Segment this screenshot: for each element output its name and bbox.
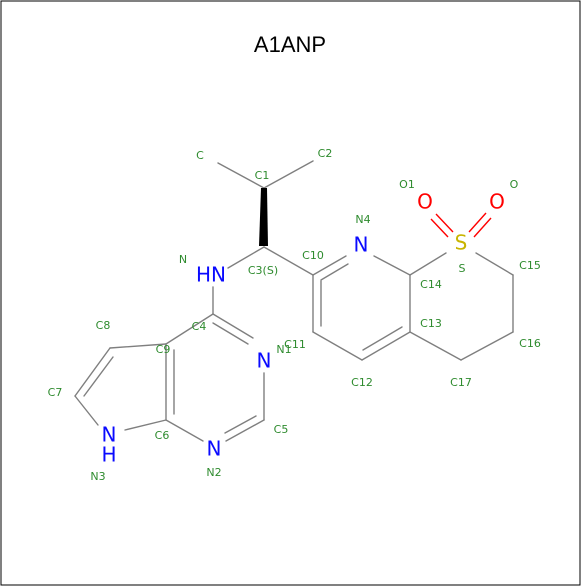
bond-c10-n4: [312, 255, 347, 276]
oxygen-right-symbol: O: [489, 190, 505, 214]
bond-c3-n: [227, 246, 265, 269]
atom-label-c14: C14: [420, 278, 442, 291]
bond-s-o-left-a: [435, 213, 454, 233]
atom-label-c13: C13: [420, 317, 442, 330]
atom-label-c: C: [196, 149, 204, 162]
atom-label-o1: O1: [399, 178, 415, 191]
sulfur-symbol: S: [455, 231, 468, 255]
pyrrole-h-symbol: H: [101, 443, 116, 467]
bond-c8-c7: [74, 347, 111, 397]
atom-labels: C C1 C2 C3(S) N C4 N1 C5 N2 C6 N3 C7 C8 …: [48, 147, 541, 483]
atom-label-o: O: [510, 178, 519, 191]
pyrrole-n3-symbol: N: [102, 423, 117, 447]
bond-c16-c17: [460, 331, 514, 361]
molecule-title: A1ANP: [254, 32, 326, 57]
bond-c13-c12-inner: [362, 326, 403, 351]
atom-label-c2: C2: [318, 147, 333, 160]
bond-c5-n2-inner: [224, 415, 257, 434]
bond-s-o-left-b: [430, 218, 449, 238]
atom-label-c11: C11: [284, 338, 306, 351]
bond-c9-c4: [165, 313, 214, 345]
atom-label-c4: C4: [192, 320, 207, 333]
bond-c4-n1-inner: [212, 322, 249, 345]
amine-nh-symbol: HN: [196, 263, 226, 287]
bond-c14-s: [409, 252, 447, 276]
bond-c17-c13: [409, 331, 462, 361]
atom-label-n: N: [179, 253, 187, 266]
atom-label-c12: C12: [351, 376, 373, 389]
atom-label-c3: C3(S): [248, 264, 278, 277]
atom-label-c6: C6: [155, 429, 170, 442]
atom-label-n3: N3: [90, 470, 105, 483]
sulfonyl-bonds: [430, 212, 492, 238]
atom-label-c8: C8: [96, 319, 111, 332]
pyrimidine-n2-symbol: N: [207, 437, 222, 461]
bond-c1-c3-wedge: [259, 188, 268, 246]
bonds: [74, 160, 514, 442]
bond-c10-n4-inner: [320, 263, 349, 281]
oxygen-left-symbol: O: [417, 190, 433, 214]
bond-c13-c12: [361, 331, 411, 361]
pyrimidine-n1-symbol: N: [257, 349, 272, 373]
bond-s-o-right-a: [468, 212, 487, 233]
bond-c9-c8: [109, 343, 167, 349]
bond-c4-n1: [212, 313, 254, 339]
bond-n3-c6: [124, 419, 167, 431]
atom-label-c15: C15: [519, 259, 541, 272]
bond-s-o-right-b: [473, 217, 492, 238]
atom-label-n1: N1: [276, 343, 291, 356]
bond-c-c1: [217, 162, 265, 189]
atom-label-c10: C10: [302, 249, 324, 262]
atom-label-c5: C5: [274, 423, 289, 436]
bond-c5-n2: [225, 419, 265, 442]
element-symbols: HN N N N H N S O O: [101, 190, 504, 467]
atom-label-n4: N4: [355, 213, 370, 226]
bond-c8-c7-inner: [83, 356, 114, 397]
bond-c12-c11: [312, 331, 363, 361]
atom-label-c7: C7: [48, 386, 63, 399]
bond-n2-c6: [165, 419, 204, 442]
atom-label-c17: C17: [450, 376, 472, 389]
bond-c3-c10: [263, 246, 314, 276]
pyridine-n4-symbol: N: [354, 233, 369, 257]
atom-label-c16: C16: [519, 337, 541, 350]
atom-label-c1: C1: [255, 169, 270, 182]
bond-s-c15: [475, 252, 514, 276]
bond-c1-c2: [263, 160, 314, 189]
atom-label-s: S: [459, 262, 466, 275]
atom-label-n2: N2: [206, 466, 221, 479]
atom-label-c9: C9: [156, 343, 171, 356]
bond-n4-c14: [373, 255, 411, 276]
bond-c7-n3: [74, 395, 99, 426]
